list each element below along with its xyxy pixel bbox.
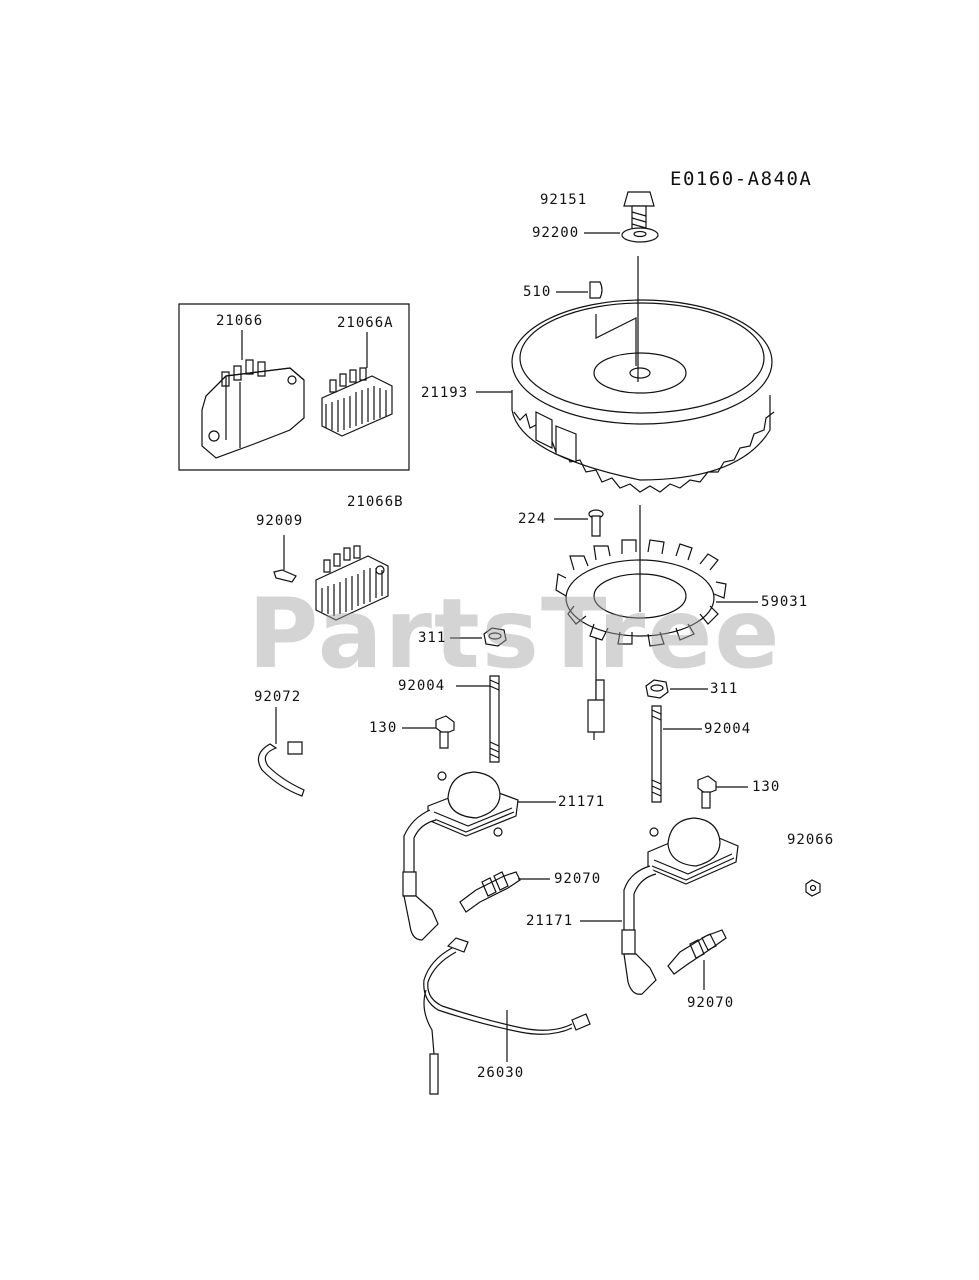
key-510	[556, 282, 602, 298]
label-92004-right[interactable]: 92004	[704, 721, 752, 737]
screw-224	[554, 510, 603, 536]
nut-311-right	[646, 680, 708, 698]
label-311-right[interactable]: 311	[710, 681, 739, 697]
regulator-box	[179, 304, 409, 470]
spark-plug-92070-left	[460, 872, 550, 912]
regulator-21066A	[322, 332, 392, 436]
label-21066[interactable]: 21066	[216, 313, 264, 329]
label-224[interactable]: 224	[518, 511, 547, 527]
label-130-right[interactable]: 130	[752, 779, 781, 795]
label-92070-upper[interactable]: 92070	[554, 871, 602, 887]
ignition-coil-21171-right	[580, 818, 738, 994]
flywheel-21193	[476, 256, 774, 492]
watermark: PartsTree	[248, 578, 782, 690]
label-59031[interactable]: 59031	[761, 594, 809, 610]
stud-92004-right	[652, 706, 702, 802]
label-92066[interactable]: 92066	[787, 832, 835, 848]
wire-harness-26030	[424, 938, 590, 1094]
bolt-130-left	[402, 716, 454, 748]
label-92070-lower[interactable]: 92070	[687, 995, 735, 1011]
diagram-code: E0160-A840A	[670, 168, 813, 190]
bolt-130-right	[698, 776, 748, 808]
cable-tie-92072	[258, 707, 304, 796]
label-92004-left[interactable]: 92004	[398, 678, 446, 694]
nut-92066	[806, 880, 820, 896]
label-92151[interactable]: 92151	[540, 192, 588, 208]
label-130-left[interactable]: 130	[369, 720, 398, 736]
screw-92009	[274, 535, 296, 582]
stator-59031	[556, 505, 758, 740]
label-92009[interactable]: 92009	[256, 513, 304, 529]
regulator-21066B	[316, 546, 388, 620]
label-92200[interactable]: 92200	[532, 225, 580, 241]
label-92072[interactable]: 92072	[254, 689, 302, 705]
nut-311-left	[450, 628, 506, 646]
label-311-left[interactable]: 311	[418, 630, 447, 646]
label-510[interactable]: 510	[523, 284, 552, 300]
ignition-coil-21171-left	[403, 772, 556, 940]
label-21066A[interactable]: 21066A	[337, 315, 394, 331]
label-21171-upper[interactable]: 21171	[558, 794, 606, 810]
spark-plug-92070-right	[668, 930, 726, 990]
label-26030[interactable]: 26030	[477, 1065, 525, 1081]
label-21171-lower[interactable]: 21171	[526, 913, 574, 929]
regulator-21066	[202, 330, 304, 458]
label-21066B[interactable]: 21066B	[347, 494, 404, 510]
label-21193[interactable]: 21193	[421, 385, 469, 401]
stud-92004-left	[456, 676, 499, 762]
washer-92200	[584, 228, 658, 242]
